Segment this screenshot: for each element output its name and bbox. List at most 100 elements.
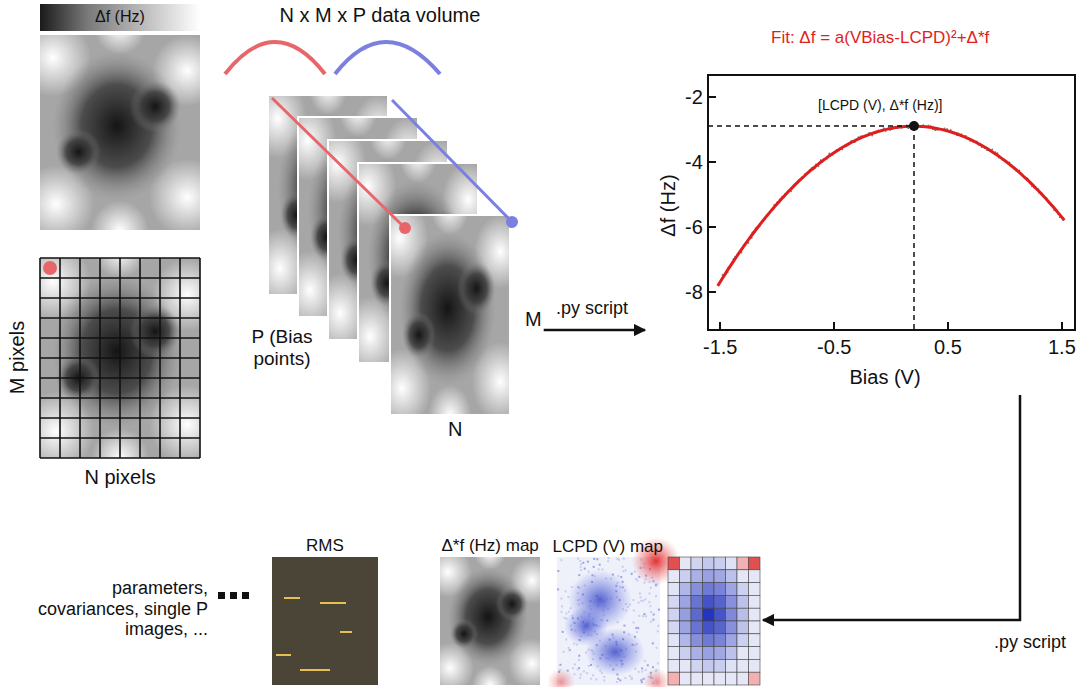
drawing-part <box>645 615 647 617</box>
drawing-part <box>708 126 914 330</box>
drawing-part <box>633 610 635 612</box>
drawing-part <box>561 559 563 561</box>
drawing-part <box>647 664 649 666</box>
drawing-part <box>714 647 726 660</box>
drawing-part <box>547 668 575 687</box>
drawing-part <box>737 570 749 583</box>
drawing-part <box>726 634 738 647</box>
drawing-part <box>635 627 637 629</box>
drawing-part <box>680 672 692 685</box>
drawing-part <box>629 675 631 677</box>
drawing-part <box>703 557 715 570</box>
drawing-part <box>680 634 692 647</box>
tick-label: 1.5 <box>1048 336 1076 359</box>
drawing-part <box>703 647 715 660</box>
drawing-part <box>565 590 567 592</box>
drawing-part <box>276 598 352 670</box>
drawing-part <box>691 608 703 621</box>
drawing-part <box>599 564 601 566</box>
drawing-part <box>592 674 594 676</box>
drawing-part <box>335 42 440 74</box>
drawing-part <box>607 560 609 562</box>
drawing-part <box>652 666 654 668</box>
edge-label: .py script <box>554 298 630 319</box>
drawing-part <box>631 678 633 680</box>
drawing-part <box>637 627 639 629</box>
drawing-part <box>691 634 703 647</box>
drawing-part <box>749 583 761 596</box>
drawing-part <box>587 561 589 563</box>
tick-label: -8 <box>685 281 703 304</box>
drawing-part <box>668 557 680 570</box>
drawing-part <box>633 622 635 624</box>
drawing-part <box>242 592 249 599</box>
drawing-part <box>737 647 749 660</box>
drawing-part <box>638 671 640 673</box>
drawing-part <box>642 615 644 617</box>
drawing-part <box>583 670 585 672</box>
drawing-part <box>577 558 579 560</box>
drawing-part <box>656 647 658 649</box>
drawing-part <box>749 621 761 634</box>
drawing-part <box>703 672 715 685</box>
drawing-part <box>653 614 655 616</box>
drawing-part <box>737 634 749 647</box>
drawing-part <box>691 583 703 596</box>
drawing-part <box>737 557 749 570</box>
drawing-part <box>641 671 643 673</box>
drawing-part <box>390 215 510 415</box>
drawing-part <box>691 557 703 570</box>
drawing-part <box>642 600 644 602</box>
drawing-part <box>625 569 627 571</box>
point-label: [LCPD (V), Δ*f (Hz)] <box>818 97 942 113</box>
drawing-part <box>691 621 703 634</box>
drawing-part <box>652 619 654 621</box>
drawing-part <box>272 98 405 228</box>
tick-label: -1.5 <box>703 336 737 359</box>
drawing-part <box>703 570 715 583</box>
axis-title: Bias (V) <box>850 366 921 389</box>
tick-label: -4 <box>685 151 703 174</box>
drawing-part <box>574 663 576 665</box>
drawing-part <box>619 679 621 681</box>
drawing-part <box>668 608 680 621</box>
drawing-part <box>624 677 626 679</box>
drawing-part <box>617 678 619 680</box>
drawing-part <box>737 672 749 685</box>
data-volume: N x M x P data volumeP (Bias points)MN <box>220 0 544 455</box>
drawing-part <box>577 669 579 671</box>
drawing-part <box>703 634 715 647</box>
drawing-part <box>657 630 659 632</box>
drawing-part <box>680 608 692 621</box>
drawing-part <box>680 557 692 570</box>
map-title: RMS <box>306 536 344 556</box>
drawing-part <box>272 557 378 685</box>
drawing-part <box>225 42 325 74</box>
drawing-part <box>580 674 582 676</box>
tick-label: 0.5 <box>934 336 962 359</box>
drawing-part <box>568 611 570 613</box>
drawing-part <box>638 615 640 617</box>
drawing-part <box>714 608 726 621</box>
drawing-part <box>749 634 761 647</box>
colorbar-label: Δf (Hz) <box>95 8 145 26</box>
drawing-part <box>714 634 726 647</box>
drawing-part <box>714 621 726 634</box>
drawing-part <box>14 225 225 488</box>
tick-label: -0.5 <box>817 336 851 359</box>
drawing-part <box>574 673 576 675</box>
drawing-part <box>737 595 749 608</box>
drawing-part <box>737 659 749 672</box>
drawing-part <box>680 647 692 660</box>
drawing-part <box>726 621 738 634</box>
tick-label: -2 <box>685 86 703 109</box>
drawing-part <box>40 357 200 359</box>
drawing-part <box>579 560 581 562</box>
drawing-part <box>572 667 574 669</box>
drawing-part <box>691 595 703 608</box>
drawing-part <box>593 566 595 568</box>
drawing-part <box>726 672 738 685</box>
data-stack <box>225 42 529 445</box>
drawing-part <box>616 558 618 560</box>
